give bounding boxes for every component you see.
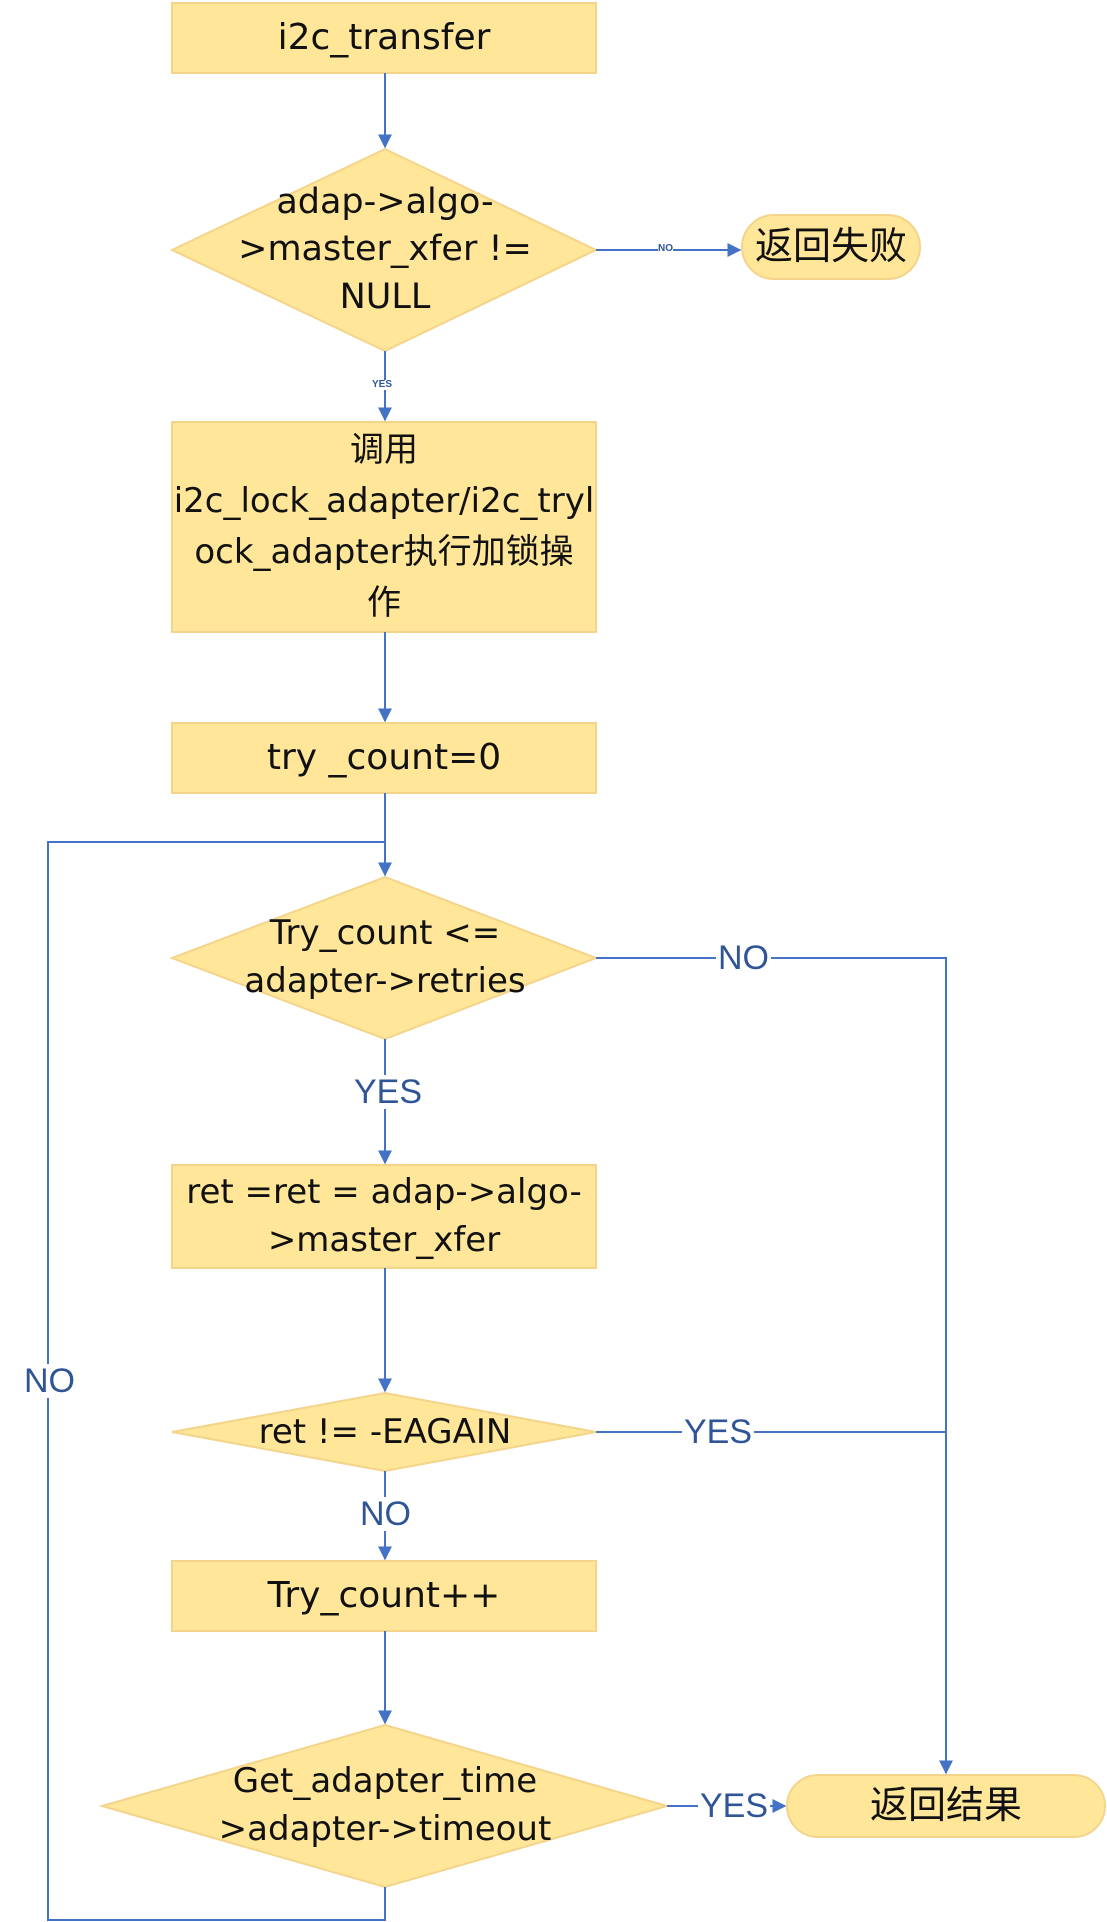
edge-label-timeout-no: NO (22, 1362, 77, 1400)
check-timeout-label: Get_adapter_time >adapter->timeout (190, 1752, 580, 1860)
init-count-label: try _count=0 (266, 736, 502, 778)
edge-label-timeout-yes: YES (698, 1787, 771, 1825)
lock-label: 调用 i2c_lock_adapter/i2c_tryl ock_adapter… (172, 422, 596, 632)
start-box (171, 2, 597, 74)
call-xfer-line-2: >master_xfer (267, 1219, 501, 1260)
edge-label-again-no: NO (358, 1495, 413, 1533)
check-timeout-line-1: Get_adapter_time (232, 1761, 538, 1802)
edge-label-xfer-yes: YES (372, 379, 393, 390)
increment-label: Try_count++ (267, 1574, 501, 1616)
lock-line-1: 调用 (350, 430, 418, 470)
call-xfer-box (171, 1164, 597, 1269)
check-retries-line-1: Try_count <= (269, 913, 501, 954)
return-result-label: 返回结果 (869, 1783, 1022, 1828)
check-again-label: ret != -EAGAIN (258, 1411, 512, 1452)
lock-line-3: ock_adapter执行加锁操 (194, 532, 574, 572)
check-timeout-line-2: >adapter->timeout (218, 1809, 552, 1849)
return-fail-label: 返回失败 (754, 224, 907, 269)
start-label: i2c_transfer (277, 16, 491, 58)
init-count-box (171, 722, 597, 794)
call-xfer-label: ret =ret = adap->algo- >master_xfer (172, 1165, 596, 1268)
check-retries-label: Try_count <= adapter->retries (220, 905, 550, 1011)
edge-label-retries-no: NO (716, 939, 771, 977)
check-retries-line-2: adapter->retries (244, 961, 526, 1001)
edge-label-xfer-no: NO (658, 243, 673, 254)
lock-box (171, 421, 597, 633)
check-xfer-line-2: >master_xfer != (238, 229, 532, 270)
check-xfer-line-3: NULL (339, 276, 431, 317)
call-xfer-line-1: ret =ret = adap->algo- (186, 1171, 582, 1212)
lock-line-4: 作 (367, 583, 401, 623)
check-xfer-line-1: adap->algo- (276, 182, 494, 223)
edge-label-retries-yes: YES (352, 1073, 425, 1111)
edge-timeout-no-loop (47, 841, 386, 1921)
lock-line-2: i2c_lock_adapter/i2c_tryl (173, 481, 595, 521)
edge-retries-no-to-result (596, 957, 953, 1775)
return-fail-terminator (741, 214, 921, 280)
check-xfer-label: adap->algo- >master_xfer != NULL (230, 180, 540, 320)
return-result-terminator (786, 1774, 1106, 1838)
edge-label-again-yes: YES (682, 1413, 755, 1451)
